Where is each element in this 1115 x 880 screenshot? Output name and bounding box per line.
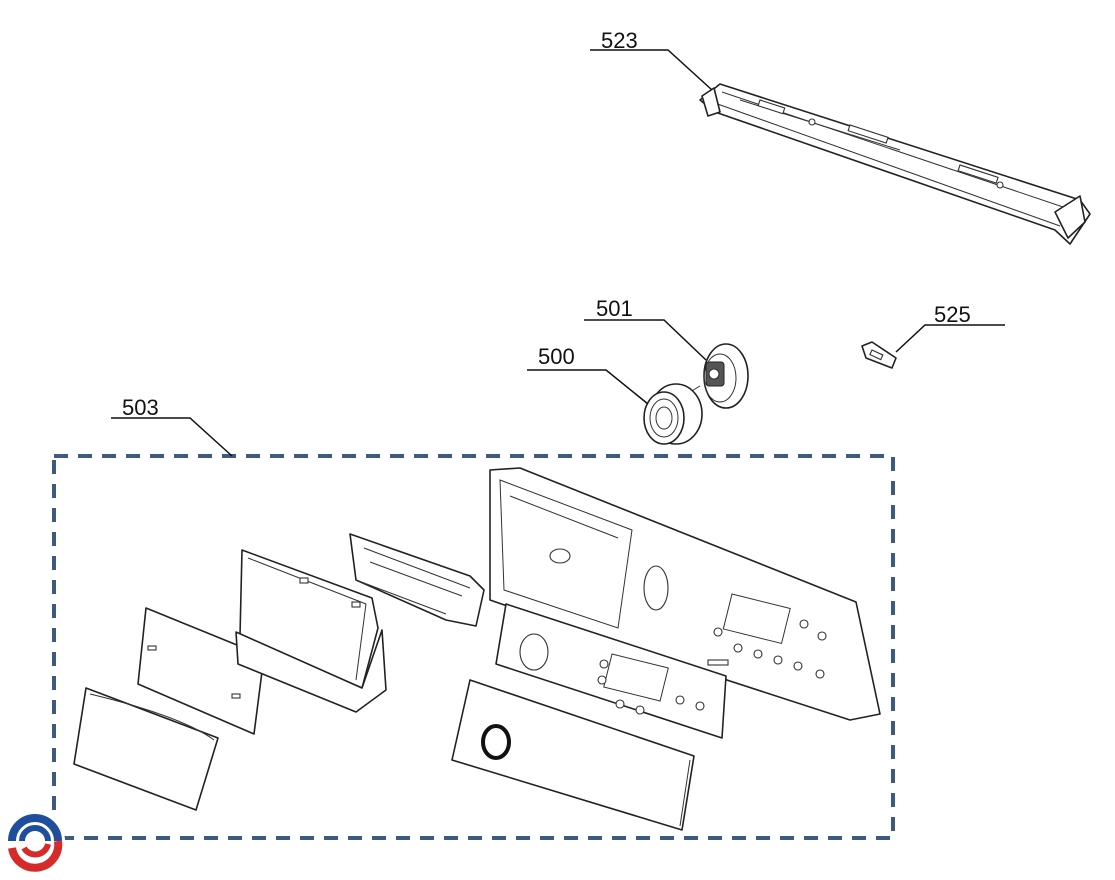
dispenser-frame: [349, 533, 485, 627]
callout-503: 503: [122, 395, 159, 420]
callout-501: 501: [596, 296, 633, 321]
front-fascia-panel: [451, 679, 695, 831]
inner-flat-panel: [137, 607, 265, 735]
door-cover-panel: [73, 687, 219, 811]
callout-500: 500: [538, 344, 575, 369]
part-500-knob: [643, 383, 703, 445]
leader-line-500: [527, 369, 649, 405]
callout-523: 523: [601, 28, 638, 53]
part-523-bracket: [699, 83, 1091, 245]
part-525-clip: [861, 341, 897, 369]
callout-525: 525: [934, 302, 971, 327]
leader-line-501: [584, 319, 707, 361]
drawer-handle: [235, 549, 387, 713]
leader-line-503: [111, 417, 233, 457]
leader-line-523: [590, 49, 713, 91]
group-503-boundary: [52, 454, 895, 840]
leader-line-525: [895, 324, 1005, 353]
membrane-sheet: [495, 603, 727, 739]
brand-swirl-logo-icon: [5, 811, 65, 872]
